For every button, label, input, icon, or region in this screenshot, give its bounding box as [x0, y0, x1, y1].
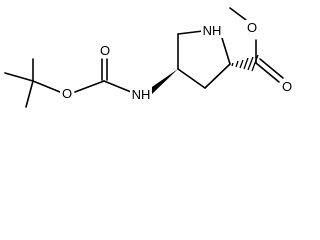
- hash-2: [235, 60, 239, 68]
- atom-n-ring: NH: [203, 23, 222, 38]
- label-bg-o-tert: [60, 86, 74, 100]
- hash-3: [239, 59, 244, 69]
- carbamate-group: [74, 58, 132, 93]
- bond-ring-c2-c3: [204, 63, 231, 89]
- hash-5: [247, 56, 254, 71]
- bond-o-methoxy-to-methyl: [229, 7, 247, 21]
- bond-tbu-to-o: [32, 80, 61, 93]
- pyrrolidine-ring: [177, 30, 231, 89]
- wedge-bond-c4-nh: [149, 69, 178, 94]
- label-bg-o-methoxy: [245, 20, 259, 34]
- bond-ring-n1-c2: [221, 37, 231, 65]
- atom-o-tert-ester: O: [62, 86, 72, 101]
- bond-carbonyl-c-to-n: [103, 80, 132, 93]
- bond-o-to-carbonyl-c: [74, 80, 105, 93]
- label-bg-o-carbonyl: [98, 43, 112, 57]
- tert-butyl-group: [4, 58, 61, 108]
- bond-ring-c3-c4: [177, 68, 206, 89]
- bond-ester-double-2: [259, 58, 284, 79]
- bond-ring-c5-n1: [177, 30, 204, 35]
- label-bg-n-amide: [130, 86, 152, 101]
- bond-tbu-down: [25, 80, 34, 108]
- hash-1: [231, 62, 234, 67]
- bond-ester-double-1: [255, 62, 280, 83]
- label-bg-o-ester-carbonyl: [280, 79, 294, 93]
- atom-o-methoxy: O: [247, 20, 257, 35]
- hash-4: [243, 57, 249, 70]
- atom-n-amide: NH: [132, 87, 151, 102]
- hash-6: [251, 54, 259, 72]
- label-bg-n-ring: [201, 23, 223, 38]
- hashed-bond-c2-ester: [231, 54, 259, 72]
- bond-tbu-left: [4, 72, 34, 82]
- atom-o-carbamate-carbonyl: O: [100, 43, 110, 58]
- atom-o-ester-carbonyl: O: [282, 79, 292, 94]
- methyl-ester-group: [229, 7, 284, 83]
- molecule-structure: O O NH NH O O: [4, 7, 294, 108]
